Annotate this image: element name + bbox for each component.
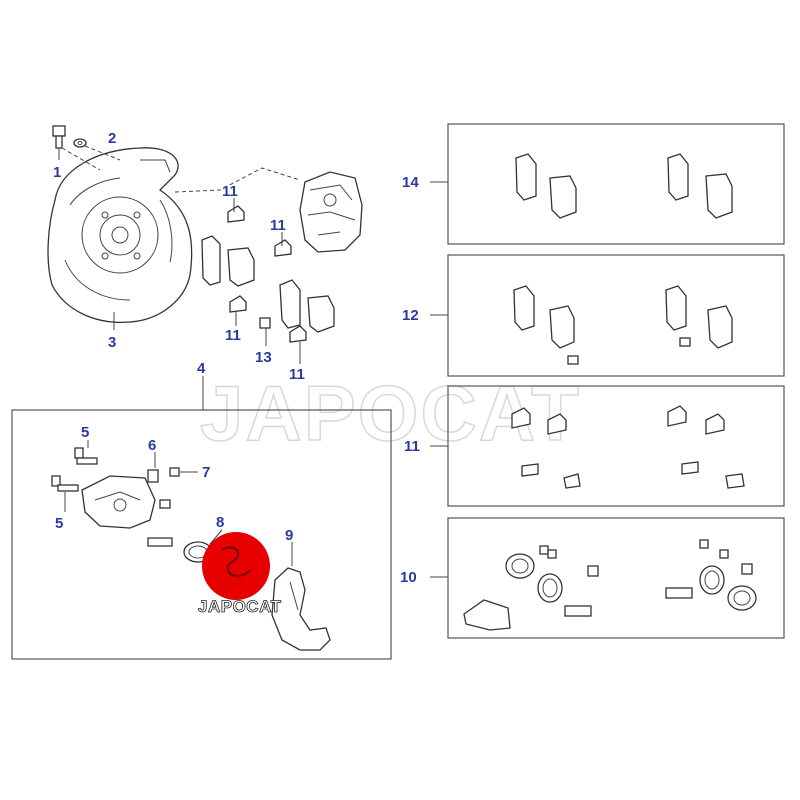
caliper-kit-box bbox=[11, 409, 392, 660]
logo-text: JAPOCAT bbox=[198, 597, 282, 616]
callout-11-a: 11 bbox=[222, 183, 238, 200]
caliper-mounting-bracket[interactable] bbox=[271, 567, 331, 651]
fitting-kit-clips[interactable] bbox=[511, 405, 745, 489]
repair-kit-box bbox=[447, 517, 785, 639]
callout-10: 10 bbox=[400, 569, 417, 586]
callout-8: 8 bbox=[216, 514, 224, 531]
pad-set-pads[interactable] bbox=[513, 285, 733, 365]
callout-5-bottom: 5 bbox=[55, 515, 63, 532]
bleeder-screw-cap[interactable] bbox=[169, 467, 180, 477]
anti-squeal-shim[interactable] bbox=[227, 205, 307, 343]
callout-13: 13 bbox=[255, 349, 272, 366]
backing-plate[interactable] bbox=[47, 147, 193, 324]
bleeder-plug[interactable] bbox=[147, 469, 159, 483]
piston-pin[interactable] bbox=[147, 537, 173, 547]
callout-5-top: 5 bbox=[81, 424, 89, 441]
callout-1: 1 bbox=[53, 164, 61, 181]
callout-12: 12 bbox=[402, 307, 419, 324]
callout-4: 4 bbox=[197, 360, 206, 377]
callout-9: 9 bbox=[285, 527, 293, 544]
callout-11-e: 11 bbox=[404, 438, 420, 455]
pad-kit-pads[interactable] bbox=[515, 153, 733, 219]
washer[interactable] bbox=[73, 138, 87, 148]
pad-wear-indicator[interactable] bbox=[259, 317, 271, 329]
callout-11-d: 11 bbox=[289, 366, 305, 383]
caliper-guide-bush[interactable] bbox=[159, 499, 171, 509]
brake-pad[interactable] bbox=[201, 235, 335, 333]
guide-pin[interactable] bbox=[51, 475, 79, 492]
pad-set-box bbox=[447, 254, 785, 377]
bolt[interactable] bbox=[52, 125, 66, 149]
leader-lines bbox=[58, 148, 448, 578]
callout-2: 2 bbox=[108, 130, 116, 147]
callout-7: 7 bbox=[202, 464, 210, 481]
callout-11-b: 11 bbox=[270, 217, 286, 234]
callout-14: 14 bbox=[402, 174, 419, 191]
pad-kit-box bbox=[447, 123, 785, 245]
caliper-assembly[interactable] bbox=[299, 171, 363, 253]
caliper-body[interactable] bbox=[81, 475, 156, 529]
guide-pin[interactable] bbox=[74, 447, 98, 465]
callout-3: 3 bbox=[108, 334, 116, 351]
callout-11-c: 11 bbox=[225, 327, 241, 344]
callout-6: 6 bbox=[148, 437, 156, 454]
japocat-logo: JAPOCAT bbox=[198, 532, 282, 616]
repair-kit-parts[interactable] bbox=[463, 539, 757, 631]
